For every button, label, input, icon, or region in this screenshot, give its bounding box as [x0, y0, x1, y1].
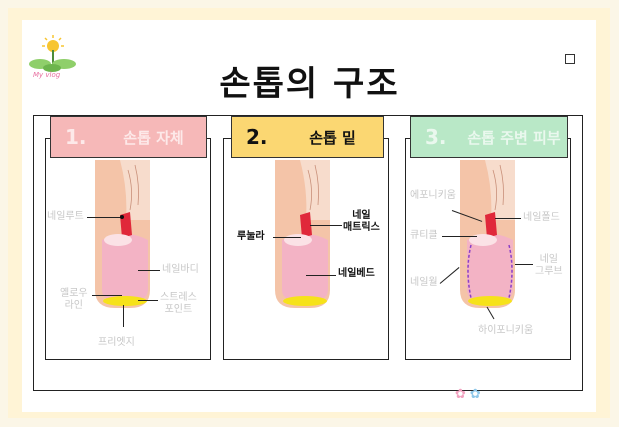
panel-number: 3. — [425, 125, 447, 149]
window-icon[interactable] — [565, 54, 575, 64]
leader-line — [138, 270, 160, 271]
leader-line — [123, 305, 124, 327]
leader-line — [273, 237, 301, 238]
label-lunula: 루눌라 — [237, 231, 265, 242]
panel-title: 손톱 자체 — [123, 128, 184, 147]
label-eponychium: 에포니키움 — [410, 190, 456, 201]
label-nail-fold: 네일폴드 — [523, 212, 560, 223]
label-free-edge: 프리엣지 — [98, 337, 135, 348]
leader-line — [92, 295, 122, 296]
leader-line — [138, 300, 158, 301]
panel-number: 1. — [65, 125, 87, 149]
label-nail-root: 네일루트 — [47, 211, 84, 222]
label-stress-point: 스트레스 포인트 — [160, 292, 197, 315]
finger-illustration-1 — [95, 160, 150, 308]
panel-title: 손톱 주변 피부 — [467, 128, 561, 147]
leader-line — [442, 236, 477, 237]
label-nail-bed: 네일베드 — [338, 268, 375, 279]
finger-illustration-2 — [275, 160, 330, 308]
leader-line — [306, 275, 336, 276]
label-nail-wall: 네일월 — [410, 277, 438, 288]
label-hyponychium: 하이포니키움 — [478, 325, 534, 336]
panel-header-3: 3. 손톱 주변 피부 — [410, 116, 568, 158]
finger-illustration-3 — [460, 160, 515, 308]
leader-line — [515, 264, 533, 265]
logo-text: My vlog — [33, 71, 61, 79]
panel-number: 2. — [246, 125, 268, 149]
label-nail-matrix: 네일 매트릭스 — [343, 210, 380, 233]
content-frame — [33, 115, 583, 391]
label-yellow-line: 옐로우 라인 — [60, 288, 88, 311]
flower-decoration-icon: ✿✿ — [455, 387, 485, 402]
label-cuticle: 큐티클 — [410, 230, 438, 241]
label-nail-body: 네일바디 — [162, 264, 199, 275]
leader-line — [87, 217, 122, 218]
page-title: 손톱의 구조 — [219, 64, 400, 104]
leader-line — [310, 225, 342, 226]
leader-line — [495, 218, 521, 219]
panel-title: 손톱 밑 — [309, 128, 356, 147]
logo-icon — [29, 35, 76, 72]
panel-header-2: 2. 손톱 밑 — [231, 116, 384, 158]
leader-dot — [120, 215, 124, 219]
panel-header-1: 1. 손톱 자체 — [50, 116, 207, 158]
label-nail-groove: 네일 그루브 — [535, 254, 563, 277]
